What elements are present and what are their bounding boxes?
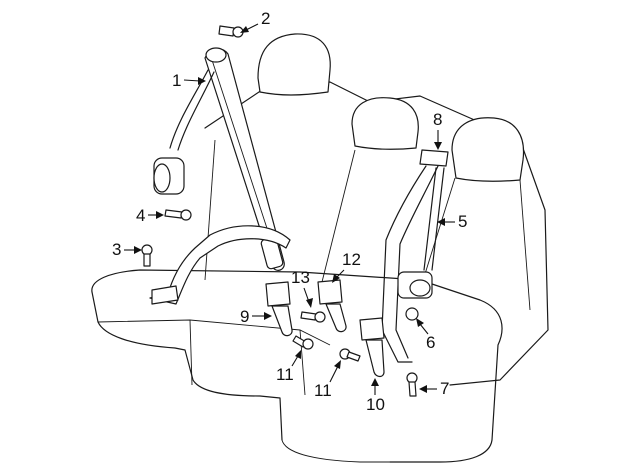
callout-4: 4 [136, 206, 164, 225]
callout-9: 9 [240, 307, 272, 326]
callout-label: 8 [433, 110, 442, 129]
callout-label: 7 [440, 379, 449, 398]
left-lap-anchor [149, 225, 291, 305]
callout-label: 9 [240, 307, 249, 326]
callout-label: 10 [366, 395, 385, 414]
callout-label: 2 [261, 9, 270, 28]
callout-7: 7 [419, 379, 449, 398]
bolt-3 [141, 244, 153, 267]
buckle-12 [317, 279, 347, 333]
rear-seat [91, 33, 549, 463]
callout-13: 13 [291, 268, 313, 308]
buckle-10 [359, 317, 385, 378]
callout-11-right: 11 [314, 360, 341, 400]
bolt-13 [300, 311, 326, 323]
bolt-11b [339, 348, 361, 362]
callout-label: 3 [112, 240, 121, 259]
callout-label: 5 [458, 212, 467, 231]
buckle-9 [265, 281, 293, 337]
bolt-2 [218, 25, 244, 38]
callout-5: 5 [437, 212, 467, 231]
callout-6: 6 [416, 318, 435, 352]
callout-label: 6 [426, 333, 435, 352]
right-outer-belt [381, 149, 449, 363]
callout-12: 12 [332, 250, 361, 283]
headrest-right [451, 117, 525, 182]
callout-10: 10 [366, 378, 385, 414]
callout-8: 8 [433, 110, 442, 150]
callout-label: 11 [276, 365, 294, 384]
bolt-7 [406, 372, 418, 397]
headrest-left [257, 33, 331, 96]
callout-label: 13 [291, 268, 310, 287]
bolt-11a [292, 335, 314, 350]
callout-label: 4 [136, 206, 145, 225]
callout-label: 11 [314, 381, 332, 400]
headrest-center [351, 97, 419, 150]
callout-11-left: 11 [276, 350, 301, 384]
bolt-4 [164, 209, 192, 221]
callout-label: 12 [342, 250, 361, 269]
callout-3: 3 [112, 240, 142, 259]
callout-2: 2 [240, 9, 270, 33]
callout-1: 1 [172, 71, 206, 90]
callout-label: 1 [172, 71, 181, 90]
